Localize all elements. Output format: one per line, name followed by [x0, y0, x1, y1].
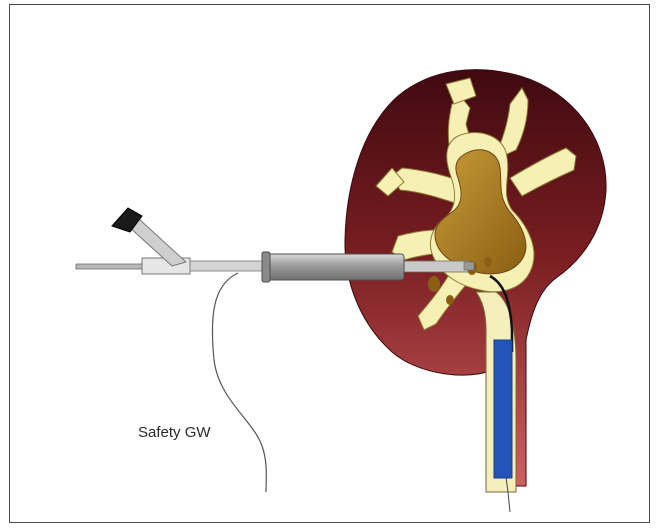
scope-tip-end [464, 262, 474, 270]
access-sheath [264, 254, 404, 280]
stone-fragment [446, 295, 454, 305]
sheath-hub [262, 252, 270, 282]
safety-guidewire-label: Safety GW [138, 424, 211, 441]
safety-guidewire [212, 273, 266, 492]
stone-fragment [484, 257, 492, 267]
nephroscope-neck [190, 261, 264, 271]
ureteral-access-sheath [494, 340, 512, 478]
stone-fragment [428, 276, 440, 292]
nephroscope-tip [402, 261, 468, 272]
